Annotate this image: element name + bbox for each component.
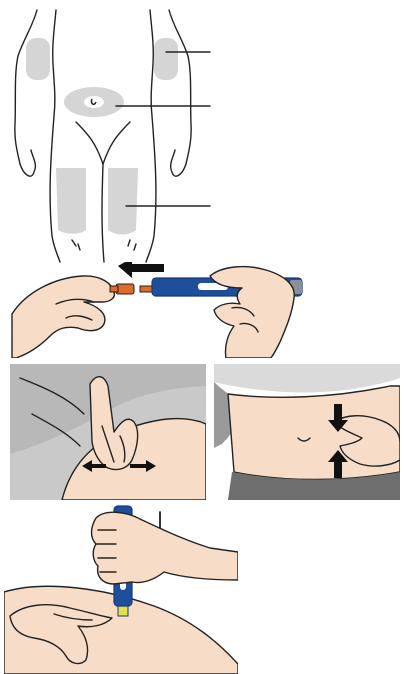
upper-arm-site-right [154, 38, 178, 80]
right-hand-holding-pen [210, 267, 294, 358]
navel-clear-zone [84, 96, 104, 108]
injection-sites-panel [4, 4, 214, 266]
inject-panel [4, 500, 238, 674]
thigh-site-right [108, 168, 138, 235]
pinch-abdomen-panel [214, 364, 400, 500]
pen-cap-grip [110, 286, 118, 292]
right-hand [171, 150, 186, 176]
upper-arm-site-left [26, 38, 50, 80]
pen-needle-end [140, 286, 152, 292]
groin-line [76, 122, 130, 164]
pinch-thigh-panel [10, 364, 206, 500]
pen-cap [116, 284, 134, 294]
left-hand [20, 150, 35, 176]
remove-cap-panel [10, 262, 310, 358]
pull-direction-arrow-icon [118, 262, 164, 278]
thigh-site-left [56, 168, 86, 234]
left-hand-holding-cap [12, 276, 114, 358]
knee-marks [72, 240, 136, 250]
hand-gripping-pen [92, 512, 239, 584]
